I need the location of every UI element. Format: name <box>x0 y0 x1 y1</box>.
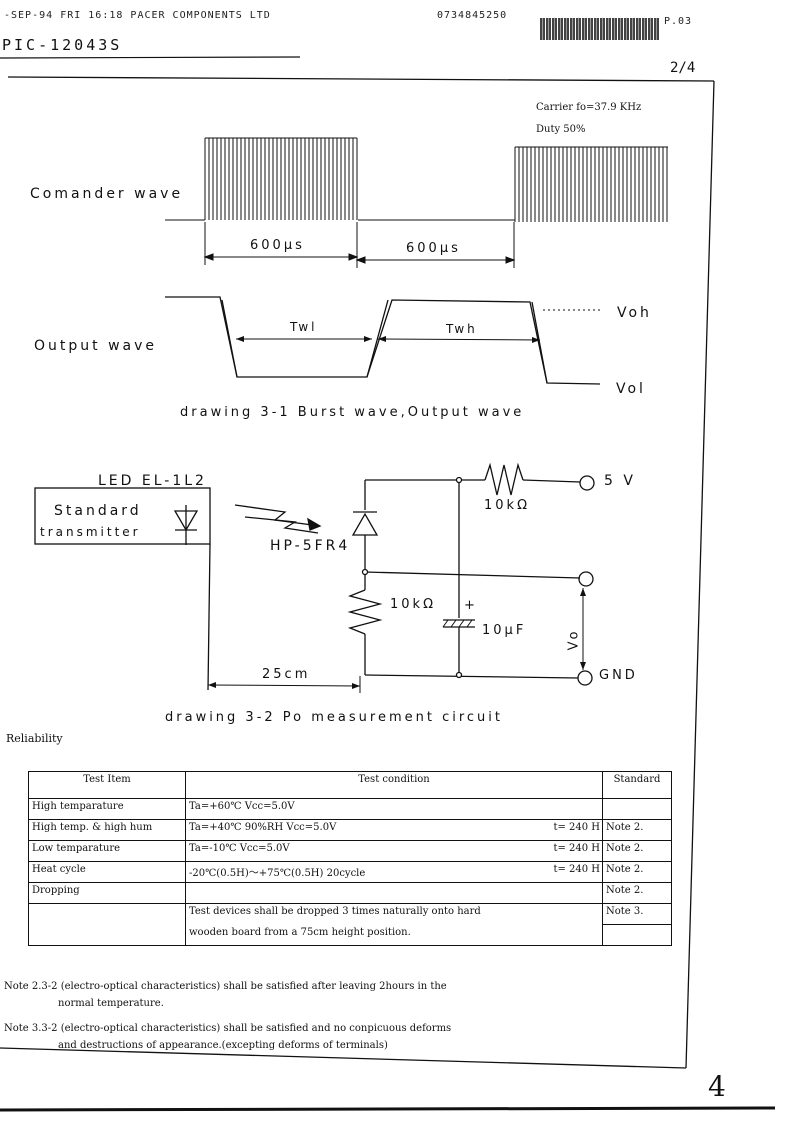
row-item <box>28 924 186 946</box>
twh-label: Twh <box>446 322 478 336</box>
capacitor-plus: + <box>464 598 478 613</box>
gnd-label: GND <box>599 668 638 683</box>
table-row: High temparature Ta=+60℃ Vcc=5.0V <box>28 798 672 820</box>
commander-wave-label: Comander wave <box>30 186 184 202</box>
drawing-3-1-caption: drawing 3-1 Burst wave,Output wave <box>180 405 525 420</box>
row-condition: wooden board from a 75cm height position… <box>189 926 411 938</box>
row-time: t= 240 H <box>553 864 600 875</box>
fax-number: 0734845250 <box>437 10 508 21</box>
note-3-line-1: Note 3.3-2 (electro-optical characterist… <box>4 1023 452 1034</box>
reliability-heading: Reliability <box>6 732 63 745</box>
page-number: 2/4 <box>670 60 696 76</box>
resistor-10k-top <box>484 462 524 496</box>
row-standard: Note 2. <box>602 819 672 841</box>
row-condition: Ta=+60℃ Vcc=5.0V <box>189 801 295 812</box>
fax-date: -SEP-94 <box>4 10 54 21</box>
fax-header: -SEP-94 FRI 16:18 PACER COMPONENTS LTD <box>4 10 271 21</box>
header-standard: Standard <box>602 771 672 799</box>
row-item: Low temparature <box>28 840 186 862</box>
row-standard <box>602 924 672 946</box>
capacitor-label: 10μF <box>482 623 527 638</box>
led-label: LED EL-1L2 <box>98 473 207 489</box>
fax-day: FRI <box>60 10 82 21</box>
table-row: Test devices shall be dropped 3 times na… <box>28 903 672 925</box>
terminal-vo <box>578 571 594 587</box>
header-test-condition: Test condition <box>185 771 603 799</box>
row-item <box>28 903 186 925</box>
table-row: Heat cycle -20℃(0.5H)～+75℃(0.5H) 20cycle… <box>28 861 672 883</box>
terminal-5v <box>579 475 595 491</box>
part-number: PIC-12043S <box>2 36 123 54</box>
table-row: Dropping Note 2. <box>28 882 672 904</box>
reliability-table: Test Item Test condition Standard High t… <box>28 771 672 946</box>
dimension-600us-1: 600μs <box>250 238 305 253</box>
fax-page-ref: P.03 <box>664 16 693 27</box>
note-2: Note 2.3-2 (electro-optical characterist… <box>4 978 447 1012</box>
frame-right <box>685 80 715 1069</box>
terminal-gnd <box>577 670 593 686</box>
resistor-10k-left <box>347 589 383 635</box>
row-condition: Ta=-10℃ Vcc=5.0V <box>189 843 290 854</box>
carrier-label: Carrier fo=37.9 KHz <box>536 102 642 113</box>
commander-wave <box>165 137 668 222</box>
fax-stamp-logo <box>540 18 660 40</box>
vol-label: Vol <box>616 381 646 397</box>
row-standard: Note 2. <box>602 861 672 883</box>
row-time: t= 240 H <box>553 843 600 854</box>
row-time: t= 240 H <box>553 822 600 833</box>
note-3: Note 3.3-2 (electro-optical characterist… <box>4 1020 451 1054</box>
resistor-top-label: 10kΩ <box>484 498 531 513</box>
row-standard: Note 3. <box>602 903 672 925</box>
drawing-3-2-caption: drawing 3-2 Po measurement circuit <box>165 710 503 725</box>
twl-label: Twl <box>290 320 318 334</box>
supply-label: 5 V <box>604 473 636 489</box>
fax-company: PACER COMPONENTS LTD <box>130 10 271 21</box>
vo-label: Vo <box>566 628 582 651</box>
transmitter-box <box>34 487 211 545</box>
note-2-line-2: normal temperature. <box>58 998 164 1009</box>
row-item: Dropping <box>28 882 186 904</box>
handwritten-page-number: 4 <box>708 1070 726 1103</box>
row-condition: -20℃(0.5H)～+75℃(0.5H) 20cycle <box>189 868 366 879</box>
output-wave <box>165 296 601 385</box>
row-standard: Note 2. <box>602 882 672 904</box>
time-dimensions <box>203 222 516 268</box>
transmitter-label-1: Standard <box>54 503 142 519</box>
receiver-label: HP-5FR4 <box>270 538 351 554</box>
distance-label: 25cm <box>262 667 311 682</box>
table-row: High temp. & high hum Ta=+40℃ 90%RH Vcc=… <box>28 819 672 841</box>
row-item: High temparature <box>28 798 186 820</box>
row-item: High temp. & high hum <box>28 819 186 841</box>
frame-bottom <box>0 1047 687 1069</box>
voh-label: Voh <box>617 305 652 321</box>
header-test-item: Test Item <box>28 771 186 799</box>
fax-time: 16:18 <box>88 10 124 21</box>
duty-label: Duty 50% <box>536 124 586 135</box>
photodiode-icon <box>351 512 379 536</box>
dimension-600us-2: 600μs <box>406 241 461 256</box>
note-2-line-1: Note 2.3-2 (electro-optical characterist… <box>4 981 447 992</box>
output-wave-label: Output wave <box>34 338 158 354</box>
table-header-row: Test Item Test condition Standard <box>28 771 672 799</box>
po-measurement-circuit <box>34 462 595 693</box>
frame-top <box>7 76 715 82</box>
table-row: wooden board from a 75cm height position… <box>28 924 672 946</box>
row-condition: Test devices shall be dropped 3 times na… <box>189 906 481 917</box>
table-row: Low temparature Ta=-10℃ Vcc=5.0V t= 240 H… <box>28 840 672 862</box>
resistor-left-label: 10kΩ <box>390 597 437 612</box>
row-standard <box>602 798 672 820</box>
transmitter-label-2: transmitter <box>40 525 141 539</box>
row-standard: Note 2. <box>602 840 672 862</box>
note-3-line-2: and destructions of appearance.(exceptin… <box>58 1040 388 1051</box>
row-item: Heat cycle <box>28 861 186 883</box>
ir-ray-icon <box>234 504 321 527</box>
row-condition: Ta=+40℃ 90%RH Vcc=5.0V <box>189 822 337 833</box>
